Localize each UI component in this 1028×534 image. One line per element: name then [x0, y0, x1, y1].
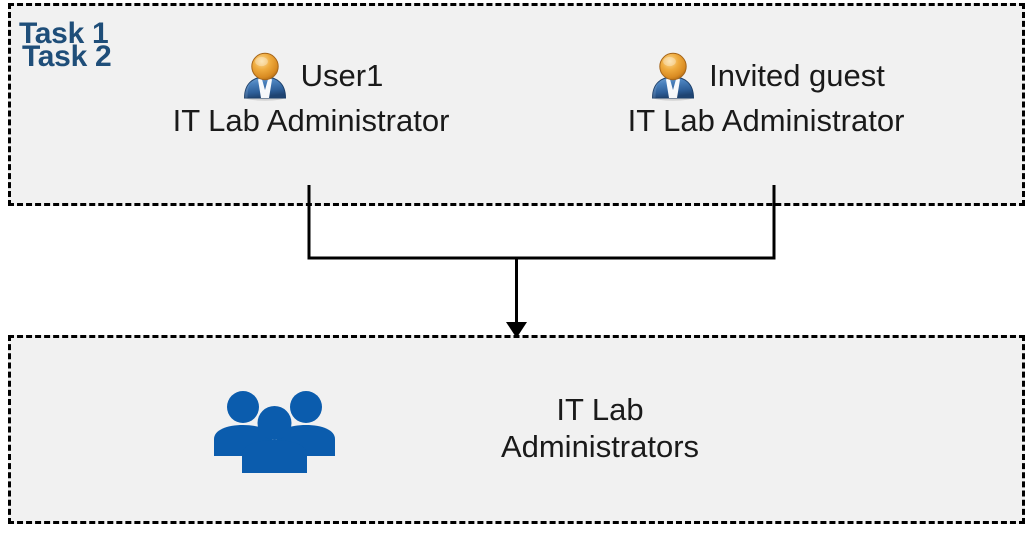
- user-icon: [647, 50, 699, 102]
- person-role: IT Lab Administrator: [172, 103, 450, 138]
- people-group-icon: [212, 385, 337, 475]
- person-card-user1: User1 IT Lab Administrator: [126, 50, 496, 139]
- group-label-line-2: Administrators: [500, 429, 700, 465]
- task-1-title: Task 1: [19, 17, 109, 50]
- group-label-line-1: IT Lab: [556, 392, 644, 427]
- group-label: IT Lab Administrators: [400, 391, 800, 465]
- person-name: User1: [300, 58, 384, 94]
- person-card-invited-guest: Invited guest IT Lab Administrator: [566, 50, 966, 139]
- person-name: Invited guest: [709, 58, 885, 94]
- user-icon: [239, 50, 291, 102]
- person-row: User1: [126, 50, 496, 102]
- task-1-container: [8, 3, 1025, 206]
- task-2-title: Task 2: [22, 40, 112, 73]
- person-row: Invited guest: [566, 50, 966, 102]
- person-role: IT Lab Administrator: [627, 103, 905, 138]
